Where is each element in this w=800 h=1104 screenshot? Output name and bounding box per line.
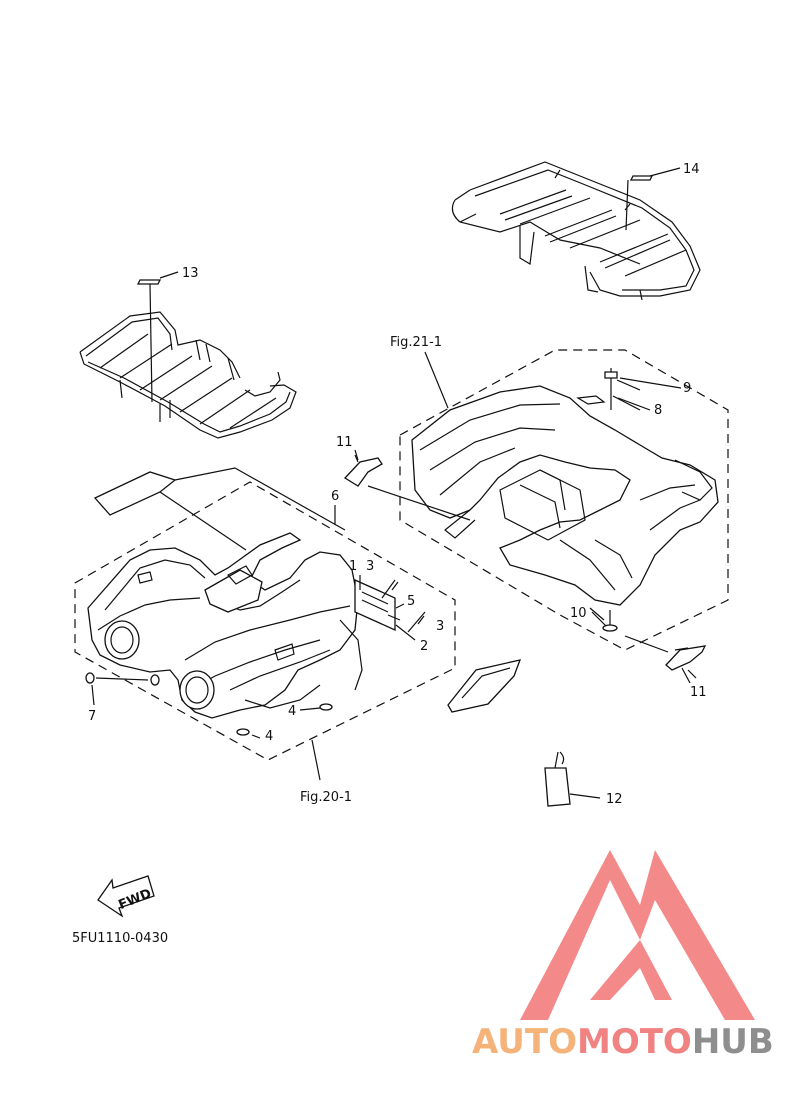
label-part-1: 1 <box>349 559 357 574</box>
figure-ref-rear: Fig.21-1 <box>390 335 442 350</box>
caution-tag-part-12 <box>544 751 601 807</box>
label-part-6: 6 <box>331 489 339 504</box>
label-part-10: 10 <box>570 606 587 621</box>
rear-carrier-part-14 <box>451 161 701 301</box>
watermark-part-auto: AUTO <box>472 1022 577 1062</box>
label-part-4-upper: 4 <box>288 704 296 719</box>
front-carrier-part-13 <box>79 279 297 439</box>
watermark-part-moto: MOTO <box>576 1022 692 1062</box>
label-part-8: 8 <box>654 403 662 418</box>
label-part-11-top: 11 <box>336 435 353 450</box>
bracket-part-11 <box>343 454 707 679</box>
leader-lines <box>159 167 691 684</box>
diagram-code: 5FU1110-0430 <box>72 931 168 946</box>
label-part-12: 12 <box>606 792 623 807</box>
label-part-4-lower: 4 <box>265 729 273 744</box>
figure-ref-front: Fig.20-1 <box>300 790 352 805</box>
watermark-text: AUTOMOTOHUB <box>472 1022 774 1062</box>
label-part-9: 9 <box>683 381 691 396</box>
forward-direction-arrow: FWD <box>97 875 155 918</box>
automotohub-logo-mark <box>520 850 755 1020</box>
label-part-2: 2 <box>420 639 428 654</box>
label-part-13: 13 <box>182 266 199 281</box>
label-part-7: 7 <box>88 709 96 724</box>
watermark-part-hub: HUB <box>691 1022 774 1062</box>
label-part-11-bottom: 11 <box>690 685 707 700</box>
label-part-14: 14 <box>683 162 700 177</box>
front-fender-assembly <box>74 467 522 781</box>
label-part-3-lower: 3 <box>436 619 444 634</box>
rear-fender-assembly <box>399 349 729 651</box>
label-part-3-upper: 3 <box>366 559 374 574</box>
label-part-5: 5 <box>407 594 415 609</box>
